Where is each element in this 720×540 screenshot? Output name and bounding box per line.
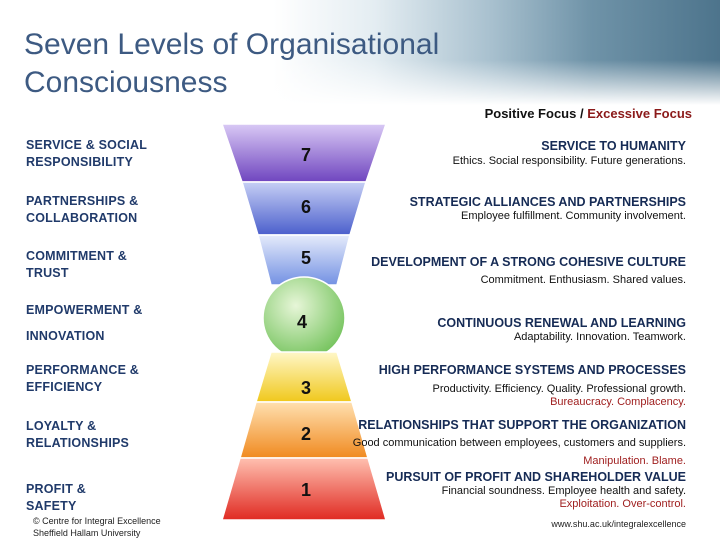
- level-3-heading: HIGH PERFORMANCE SYSTEMS AND PROCESSES: [378, 363, 686, 377]
- level-7-description: Ethics. Social responsibility. Future ge…: [452, 155, 686, 167]
- level-4-description: Adaptability. Innovation. Teamwork.: [513, 331, 686, 343]
- level-3-number: 3: [300, 378, 311, 398]
- level-6-label: PARTNERSHIPS & COLLABORATION: [26, 194, 139, 225]
- level-3-label: PERFORMANCE & EFFICIENCY: [26, 363, 140, 394]
- level-3-description: Productivity. Efficiency. Quality. Profe…: [432, 383, 686, 395]
- level-1-negative: Exploitation. Over-control.: [559, 498, 686, 510]
- level-2-description: Good communication between employees, cu…: [352, 437, 686, 449]
- level-4-heading: CONTINUOUS RENEWAL AND LEARNING: [437, 316, 686, 330]
- level-7-number: 7: [300, 145, 311, 165]
- level-1-label: PROFIT & SAFETY: [26, 482, 86, 513]
- positive-focus-label: Positive Focus /: [484, 106, 584, 121]
- level-6-description: Employee fulfillment. Community involvem…: [461, 210, 686, 222]
- level-6-number: 6: [300, 197, 311, 217]
- level-2-heading: RELATIONSHIPS THAT SUPPORT THE ORGANIZAT…: [358, 418, 686, 432]
- footer-credit: © Centre for Integral Excellence Sheffie…: [33, 515, 161, 539]
- level-6-heading: STRATEGIC ALLIANCES AND PARTNERSHIPS: [409, 195, 686, 209]
- level-2-label: LOYALTY & RELATIONSHIPS: [26, 419, 130, 450]
- level-4-label-line1: EMPOWERMENT &: [26, 303, 143, 317]
- level-5-segment: [257, 234, 351, 286]
- level-2-negative: Manipulation. Blame.: [583, 455, 686, 467]
- level-1-heading: PURSUIT OF PROFIT AND SHAREHOLDER VALUE: [385, 470, 686, 484]
- level-7-heading: SERVICE TO HUMANITY: [541, 139, 686, 153]
- level-5-description: Commitment. Enthusiasm. Shared values.: [480, 274, 686, 286]
- level-5-label: COMMITMENT & TRUST: [26, 249, 127, 280]
- footer-url[interactable]: www.shu.ac.uk/integralexcellence: [551, 519, 686, 529]
- level-4-label-line2: INNOVATION: [26, 329, 105, 343]
- level-2-number: 2: [300, 424, 311, 444]
- level-1-number: 1: [300, 480, 311, 500]
- level-5-heading: DEVELOPMENT OF A STRONG COHESIVE CULTURE: [371, 255, 686, 269]
- focus-legend: Positive Focus / Excessive Focus: [462, 106, 692, 122]
- header-wave-background: [0, 0, 720, 105]
- level-5-number: 5: [300, 248, 311, 268]
- level-4-number: 4: [296, 312, 307, 332]
- page-title: Seven Levels of Organisational Conscious…: [24, 28, 440, 99]
- university-text: Sheffield Hallam University: [33, 528, 141, 538]
- level-7-label: SERVICE & SOCIAL RESPONSIBILITY: [26, 138, 147, 169]
- excessive-focus-label: Excessive Focus: [587, 106, 692, 121]
- level-1-description: Financial soundness. Employee health and…: [441, 485, 686, 497]
- copyright-text: © Centre for Integral Excellence: [33, 516, 161, 526]
- level-1-segment: [221, 457, 387, 521]
- level-3-negative: Bureaucracy. Complacency.: [550, 396, 686, 408]
